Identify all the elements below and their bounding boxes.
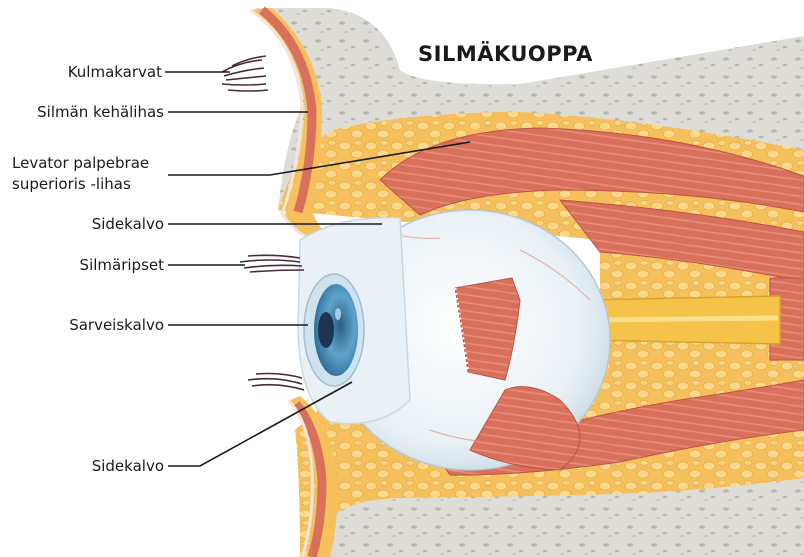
cornea <box>304 274 364 386</box>
label-eyebrow-hairs: Kulmakarvat <box>68 63 162 81</box>
diagram-title: SILMÄKUOPPA <box>418 42 593 66</box>
label-orbicularis-muscle: Silmän kehälihas <box>37 103 164 121</box>
label-conjunctiva-lower: Sidekalvo <box>92 457 164 475</box>
optic-nerve <box>590 296 780 344</box>
eyebrow-hairs <box>222 56 268 91</box>
upper-eyelashes <box>240 255 304 272</box>
label-eyelashes: Silmäripset <box>80 256 164 274</box>
label-conjunctiva-upper: Sidekalvo <box>92 215 164 233</box>
label-levator-line1: Levator palpebrae <box>12 154 149 172</box>
label-cornea: Sarveiskalvo <box>69 316 164 334</box>
label-levator-line2: superioris -lihas <box>12 175 131 193</box>
lower-eyelashes <box>248 374 304 391</box>
